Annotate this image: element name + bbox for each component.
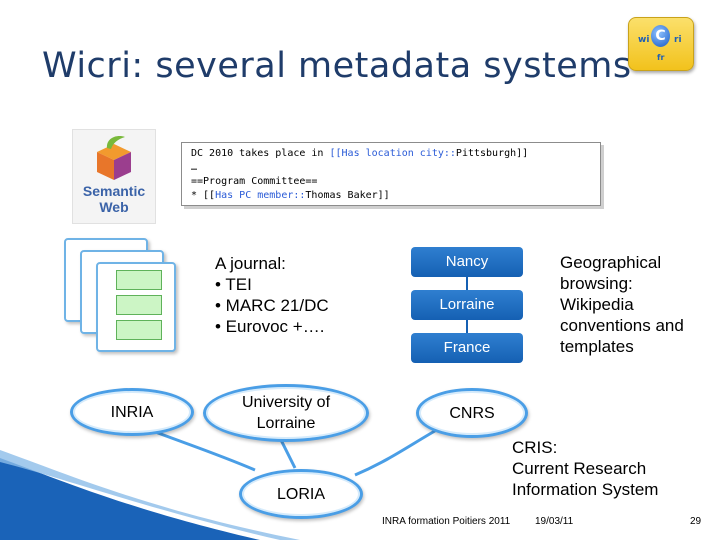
org-label: University of Lorraine (242, 392, 330, 434)
cris-description: CRIS: Current Research Information Syste… (512, 437, 658, 500)
slide-title: Wicri: several metadata systems (42, 46, 632, 86)
green-block (116, 320, 162, 340)
journal-item: • TEI (215, 275, 252, 294)
org-cnrs: CNRS (416, 388, 528, 438)
footer-date: 19/03/11 (535, 516, 574, 527)
geo-text-line: conventions and (560, 316, 684, 335)
geo-box-nancy: Nancy (411, 247, 523, 277)
semantic-web-line1: Semantic (82, 183, 146, 199)
code-line-4: * [[Has PC member::Thomas Baker]] (191, 189, 600, 203)
code-text: Thomas Baker]] (305, 190, 390, 201)
semantic-web-line2: Web (99, 199, 129, 215)
geo-text-line: templates (560, 337, 634, 356)
cris-text-line: Information System (512, 480, 659, 499)
geo-text-line: browsing: (560, 274, 633, 293)
code-line-3: ==Program Committee== (191, 176, 318, 187)
geo-text-line: Geographical (560, 253, 662, 272)
journal-item: • MARC 21/DC (215, 296, 329, 315)
code-keyword: Has PC member:: (215, 190, 306, 201)
code-line-2: … (191, 162, 198, 173)
journal-item: • Eurovoc +…. (215, 317, 325, 336)
geo-text-line: Wikipedia (560, 295, 634, 314)
footer-event: INRA formation Poitiers 2011 (382, 516, 511, 527)
logo-text-ri: ri (674, 35, 682, 45)
org-inria: INRIA (70, 388, 194, 436)
cris-text-line: CRIS: (512, 438, 558, 457)
code-line-1: DC 2010 takes place in [[Has location ci… (191, 147, 600, 161)
org-label: CNRS (449, 404, 495, 422)
code-text: DC 2010 takes place in (191, 148, 330, 159)
wicri-logo: wi C ri fr (628, 17, 694, 71)
org-label: LORIA (276, 485, 325, 503)
green-block (116, 270, 162, 290)
semantic-web-cube-icon (97, 136, 131, 180)
code-keyword: [[Has location city:: (329, 148, 456, 159)
wiki-code-box: DC 2010 takes place in [[Has location ci… (181, 142, 601, 206)
org-label: INRIA (110, 403, 154, 421)
org-university-of-lorraine: University of Lorraine (203, 384, 369, 442)
code-text: Pittsburgh]] (455, 148, 529, 159)
geo-box-lorraine: Lorraine (411, 290, 523, 320)
green-block (116, 295, 162, 315)
org-label-line: Lorraine (256, 415, 316, 432)
journal-list: A journal: • TEI • MARC 21/DC • Eurovoc … (215, 253, 329, 337)
org-loria: LORIA (239, 469, 363, 519)
page-number: 29 (690, 516, 702, 527)
logo-text-wi: wi (638, 35, 650, 45)
geo-box-france: France (411, 333, 523, 363)
semantic-web-logo: Semantic Web (72, 129, 156, 224)
semantic-web-label: Semantic Web (73, 183, 155, 215)
logo-c-icon: C (651, 25, 670, 47)
code-text: * [[ (191, 190, 216, 201)
journal-heading: A journal: (215, 254, 286, 273)
logo-text-fr: fr (657, 53, 665, 62)
org-label-line: University of (241, 394, 331, 411)
decorative-swoosh (0, 450, 300, 540)
cris-text-line: Current Research (512, 459, 647, 478)
geo-description: Geographical browsing: Wikipedia convent… (560, 252, 684, 357)
